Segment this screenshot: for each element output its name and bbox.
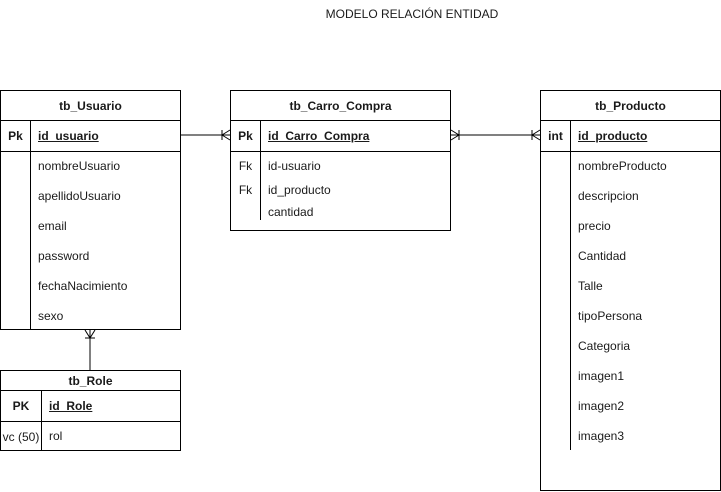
entity-tb-usuario[interactable]: tb_Usuario Pk id_usuario nombreUsuario a… bbox=[0, 90, 181, 330]
divider bbox=[231, 151, 450, 152]
field: descripcion bbox=[578, 189, 639, 203]
pk-label: PK bbox=[12, 399, 30, 413]
field: rol bbox=[49, 429, 63, 443]
field: imagen3 bbox=[578, 429, 625, 443]
pk-field: id_producto bbox=[578, 129, 648, 143]
divider bbox=[30, 120, 31, 330]
pk-field: id_usuario bbox=[38, 129, 99, 143]
field: imagen1 bbox=[578, 369, 625, 383]
field: Cantidad bbox=[578, 249, 627, 263]
relation-carro-producto bbox=[450, 129, 541, 141]
field: email bbox=[38, 219, 67, 233]
entity-tb-role[interactable]: tb_Role PK id_Role vc (50) rol bbox=[0, 370, 181, 451]
relation-usuario-carro bbox=[181, 129, 231, 141]
entity-title: tb_Usuario bbox=[1, 91, 180, 121]
divider bbox=[570, 120, 571, 450]
field: password bbox=[38, 249, 90, 263]
field: nombreUsuario bbox=[38, 159, 121, 173]
field: fechaNacimiento bbox=[38, 279, 128, 293]
pk-label: Pk bbox=[238, 129, 253, 143]
diagram-title: MODELO RELACIÓN ENTIDAD bbox=[325, 7, 499, 21]
field: nombreProducto bbox=[578, 159, 667, 173]
fk-label: Fk bbox=[238, 183, 253, 197]
pk-field: id_Role bbox=[49, 399, 93, 413]
fk-label: Fk bbox=[238, 159, 253, 173]
entity-tb-carro-compra[interactable]: tb_Carro_Compra Pk id_Carro_Compra Fk id… bbox=[230, 90, 451, 231]
divider bbox=[260, 120, 261, 220]
field: sexo bbox=[38, 309, 64, 323]
entity-tb-producto[interactable]: tb_Producto int id_producto nombreProduc… bbox=[540, 90, 721, 491]
field: id_producto bbox=[268, 183, 331, 197]
divider bbox=[41, 390, 42, 451]
field: imagen2 bbox=[578, 399, 625, 413]
field: tipoPersona bbox=[578, 309, 643, 323]
field: Categoria bbox=[578, 339, 631, 353]
divider bbox=[541, 151, 720, 152]
pk-label: Pk bbox=[8, 129, 23, 143]
field: id-usuario bbox=[268, 159, 321, 173]
divider bbox=[1, 421, 180, 422]
pk-field: id_Carro_Compra bbox=[268, 129, 370, 143]
field: precio bbox=[578, 219, 611, 233]
pk-label: int bbox=[548, 129, 563, 143]
divider bbox=[1, 151, 180, 152]
entity-title: tb_Role bbox=[1, 371, 180, 391]
field: cantidad bbox=[268, 205, 314, 219]
relation-usuario-role bbox=[84, 329, 96, 370]
entity-title: tb_Producto bbox=[541, 91, 720, 121]
field: Talle bbox=[578, 279, 603, 293]
field: apellidoUsuario bbox=[38, 189, 121, 203]
entity-title: tb_Carro_Compra bbox=[231, 91, 450, 121]
type-label: vc (50) bbox=[2, 429, 40, 444]
